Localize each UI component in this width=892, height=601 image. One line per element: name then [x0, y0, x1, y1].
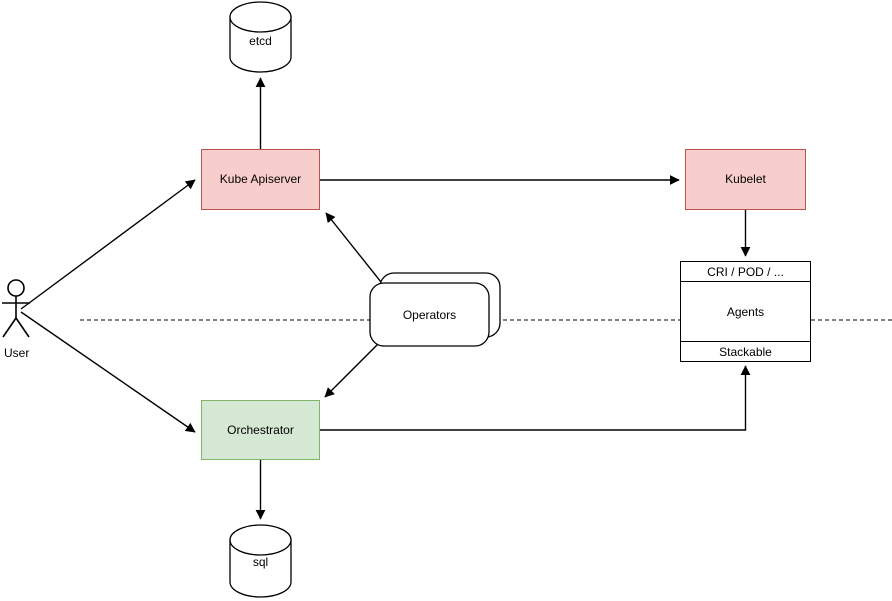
edge-user-to-orchestrator: [20, 311, 196, 433]
kubelet-label: Kubelet: [725, 172, 766, 187]
operators-label: Operators: [402, 308, 457, 322]
kube-apiserver-label: Kube Apiserver: [219, 172, 302, 187]
etcd-label: etcd: [249, 34, 272, 48]
edge-operators-to-orchestrator: [324, 340, 382, 398]
user-head-icon: [7, 279, 25, 297]
cri-pod-label: CRI / POD / ...: [707, 264, 784, 279]
node-agents-stack: CRI / POD / ... Agents Stackable: [680, 261, 811, 362]
user-leg-right: [15, 317, 30, 338]
actor-user-figure: [2, 279, 30, 338]
operators-back-layer: [379, 272, 501, 338]
node-stackable[interactable]: Stackable: [680, 341, 811, 362]
edge-operators-to-apiserver: [325, 212, 386, 288]
actor-user-label: User: [4, 346, 30, 360]
user-leg-left: [2, 317, 17, 338]
node-orchestrator[interactable]: Orchestrator: [201, 400, 320, 460]
node-kubelet[interactable]: Kubelet: [685, 149, 806, 210]
orchestrator-label: Orchestrator: [227, 422, 294, 437]
node-kube-apiserver[interactable]: Kube Apiserver: [201, 149, 320, 210]
edge-orchestrator-to-stackable: [320, 365, 751, 431]
node-cri-pod[interactable]: CRI / POD / ...: [680, 261, 811, 282]
stackable-label: Stackable: [719, 344, 772, 359]
edge-user-to-apiserver: [20, 179, 196, 310]
node-agents[interactable]: Agents: [680, 281, 811, 342]
agents-label: Agents: [726, 304, 765, 319]
sql-label: sql: [252, 555, 269, 569]
